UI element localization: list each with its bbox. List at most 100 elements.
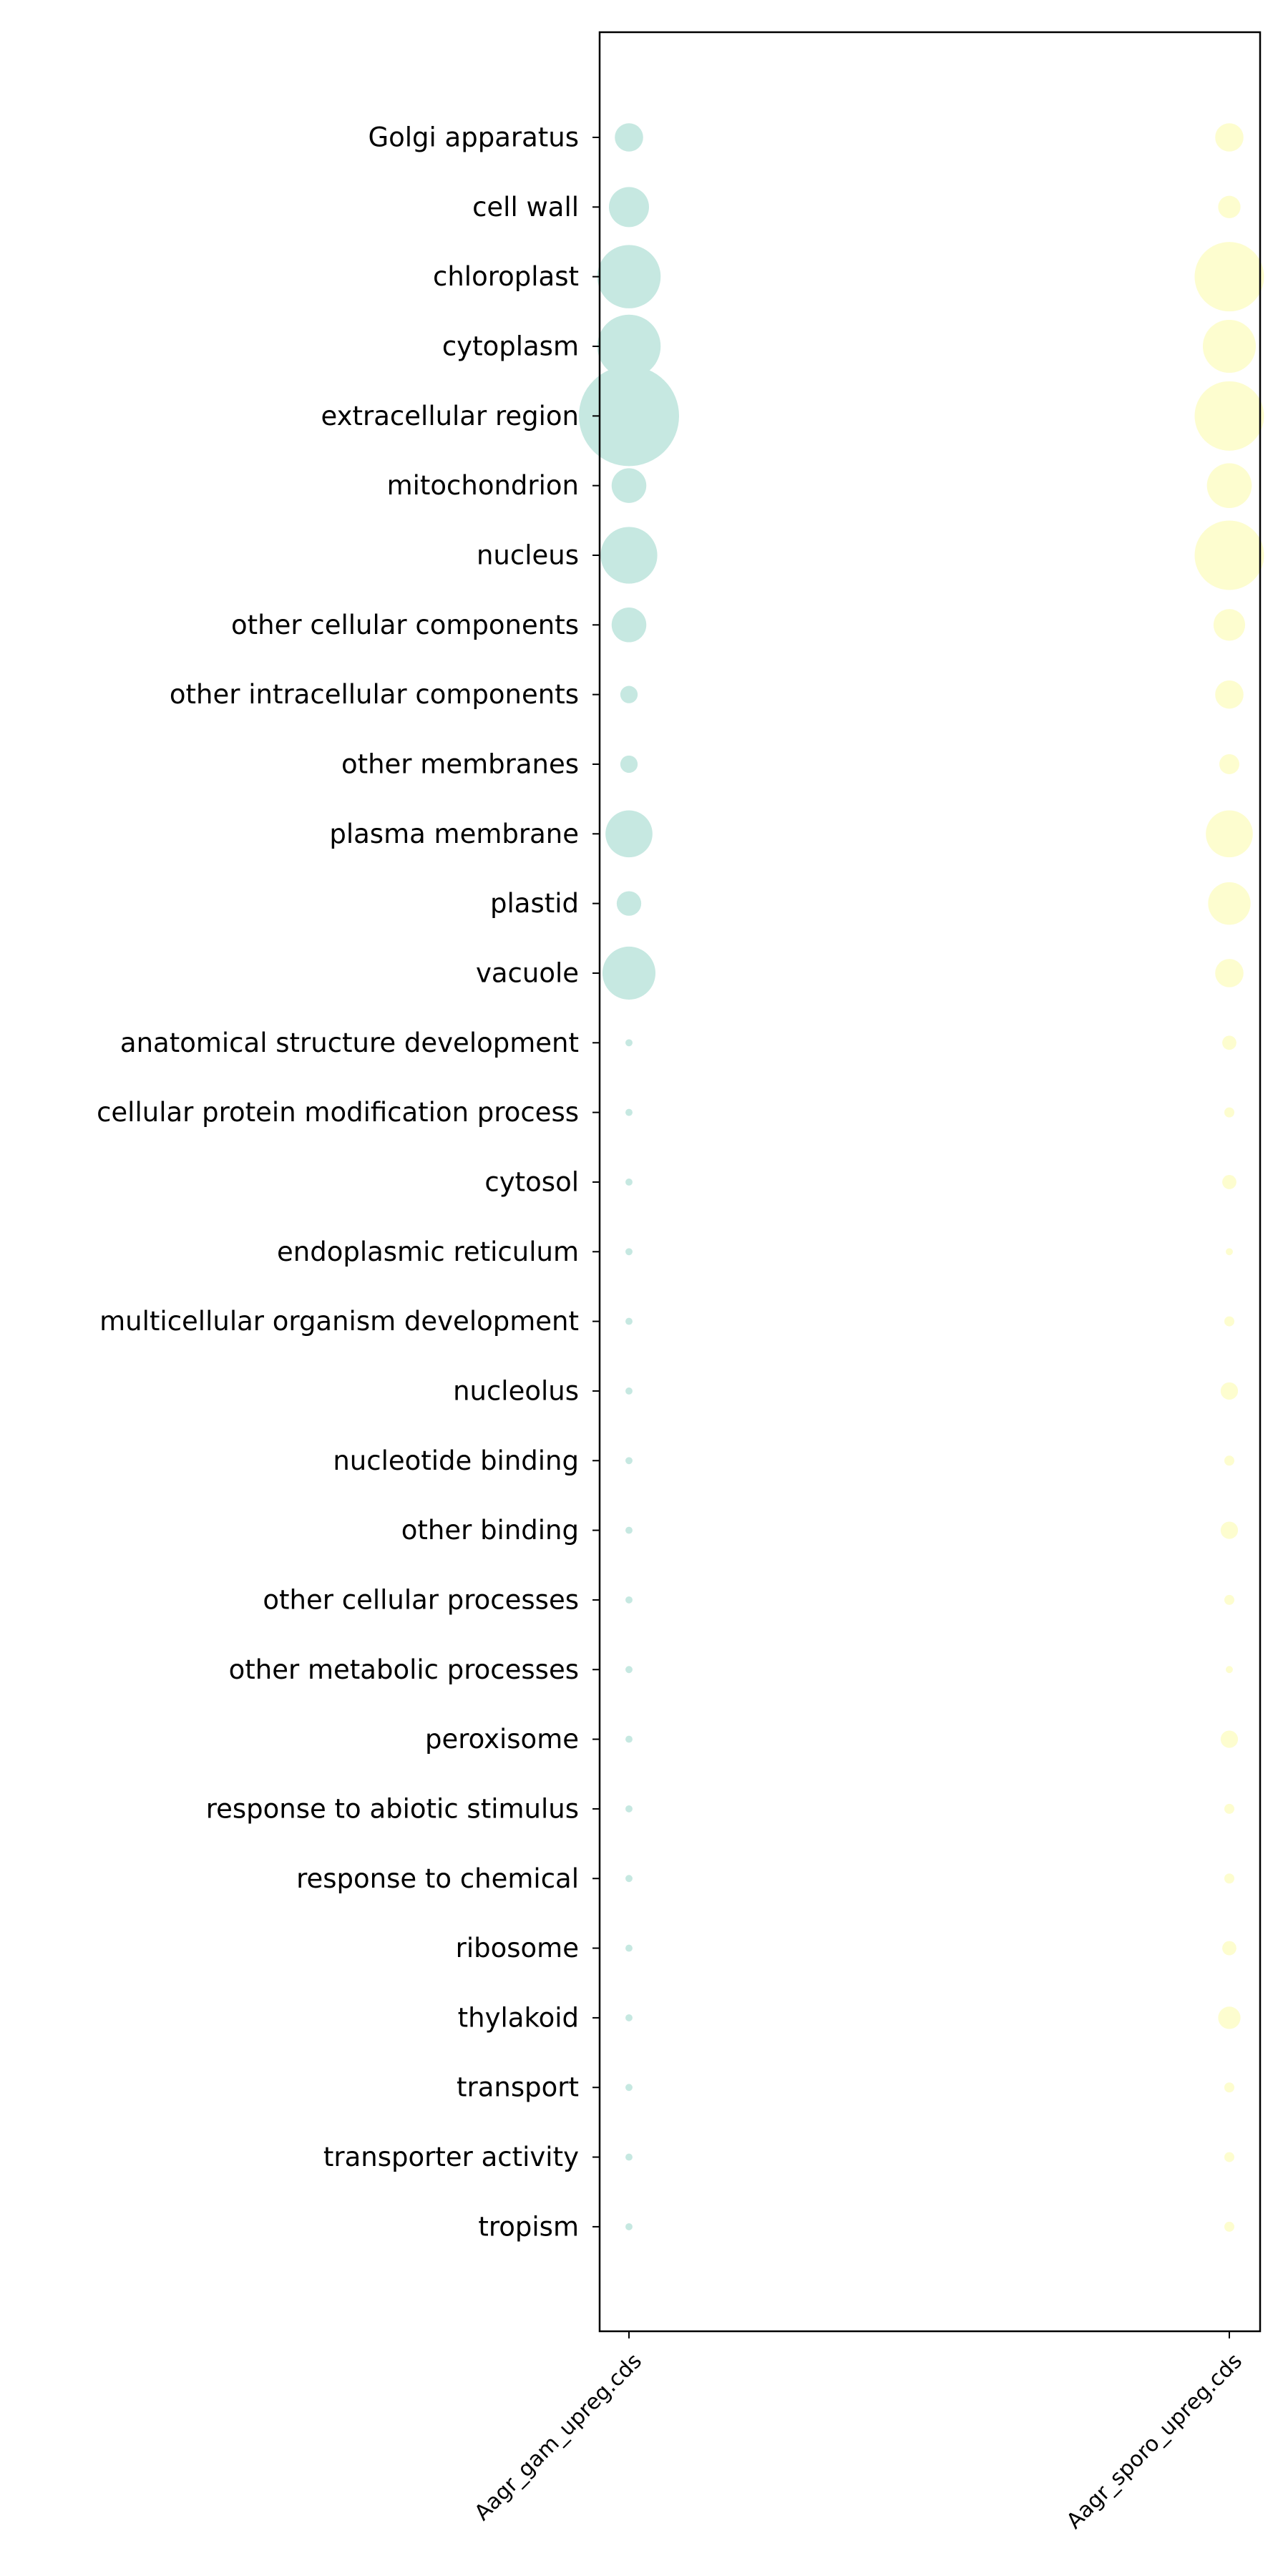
- y-tick-label: response to abiotic stimulus: [206, 1793, 579, 1824]
- y-tick-label: other metabolic processes: [229, 1654, 579, 1685]
- y-tick-label: response to chemical: [296, 1863, 579, 1894]
- bubble-1-9: [620, 686, 638, 703]
- bubble-2-8: [1213, 609, 1246, 641]
- bubble-2-2: [1218, 195, 1241, 218]
- bubble-2-17: [1226, 1248, 1233, 1256]
- bubble-2-20: [1224, 1455, 1234, 1466]
- bubble-2-24: [1220, 1730, 1239, 1748]
- bubble-2-14: [1222, 1035, 1236, 1050]
- bubble-1-31: [625, 2223, 633, 2230]
- y-tick-label: peroxisome: [425, 1724, 579, 1755]
- bubble-1-25: [625, 1805, 633, 1813]
- bubble-1-3: [597, 245, 661, 308]
- bubble-1-1: [615, 123, 643, 152]
- bubble-2-21: [1220, 1521, 1239, 1539]
- y-tick-label: vacuole: [476, 957, 579, 988]
- bubble-1-6: [611, 468, 647, 503]
- y-tick-label: plastid: [490, 888, 579, 919]
- bubble-1-11: [605, 810, 653, 858]
- y-tick-label: nucleus: [477, 540, 579, 570]
- bubble-1-8: [611, 608, 647, 643]
- bubble-2-22: [1224, 1594, 1234, 1605]
- y-tick-label: mitochondrion: [387, 470, 579, 501]
- bubble-layer: [579, 123, 1264, 2232]
- y-tick-label: anatomical structure development: [120, 1028, 579, 1058]
- bubble-1-22: [625, 1596, 633, 1604]
- bubble-2-11: [1206, 810, 1253, 858]
- y-tick-label: transport: [457, 2072, 579, 2103]
- bubble-1-20: [625, 1457, 633, 1465]
- y-tick-label: cellular protein modification process: [97, 1097, 579, 1128]
- bubble-1-24: [625, 1735, 633, 1743]
- bubble-2-26: [1224, 1873, 1234, 1884]
- bubble-1-18: [625, 1317, 633, 1325]
- bubble-1-7: [600, 527, 658, 584]
- bubble-1-12: [616, 891, 642, 916]
- y-tick-label: cytoplasm: [442, 331, 579, 361]
- bubble-2-28: [1218, 2006, 1241, 2029]
- bubble-1-26: [625, 1875, 633, 1883]
- y-tick-label: thylakoid: [458, 2002, 579, 2033]
- x-tick-label: Aagr_gam_upreg.cds: [470, 2348, 647, 2525]
- bubble-2-31: [1224, 2221, 1234, 2232]
- bubble-1-10: [620, 755, 638, 774]
- y-tick-label: other membranes: [341, 748, 579, 779]
- bubble-2-7: [1194, 520, 1264, 590]
- bubble-2-10: [1219, 753, 1239, 774]
- y-tick-label: transporter activity: [323, 2142, 579, 2172]
- y-tick-label: plasma membrane: [329, 819, 579, 849]
- bubble-2-5: [1194, 381, 1264, 451]
- bubble-1-16: [625, 1179, 633, 1186]
- bubble-1-27: [625, 1944, 633, 1952]
- y-tick-label: other cellular components: [231, 610, 579, 640]
- bubble-1-13: [602, 946, 656, 1000]
- y-tick-label: other cellular processes: [263, 1584, 579, 1615]
- bubble-1-5: [579, 366, 679, 467]
- bubble-1-19: [625, 1387, 633, 1395]
- bubble-2-30: [1224, 2152, 1234, 2162]
- x-tick-label: Aagr_sporo_upreg.cds: [1062, 2348, 1247, 2534]
- y-tick-label: other binding: [401, 1515, 579, 1546]
- bubble-1-2: [609, 187, 649, 228]
- bubble-2-19: [1220, 1382, 1239, 1400]
- bubble-2-23: [1226, 1666, 1233, 1674]
- bubble-2-4: [1202, 319, 1257, 374]
- y-tick-label: chloroplast: [433, 261, 579, 292]
- bubble-1-29: [625, 2084, 633, 2092]
- bubble-2-9: [1215, 680, 1244, 709]
- y-tick-label: extracellular region: [321, 401, 579, 431]
- y-tick-label: ribosome: [456, 1933, 579, 1963]
- bubble-1-28: [625, 2014, 633, 2021]
- bubble-2-29: [1224, 2082, 1234, 2093]
- bubble-1-15: [625, 1108, 633, 1116]
- bubble-2-15: [1224, 1107, 1234, 1118]
- bubble-1-17: [625, 1248, 633, 1256]
- plot-frame: [598, 31, 1262, 2333]
- x-axis: Aagr_gam_upreg.cds Aagr_sporo_upreg.cds: [470, 2331, 1247, 2534]
- y-tick-label: tropism: [478, 2211, 579, 2242]
- bubble-1-23: [625, 1666, 633, 1674]
- bubble-2-12: [1208, 882, 1251, 925]
- bubble-1-21: [625, 1526, 633, 1534]
- bubble-2-16: [1222, 1175, 1236, 1189]
- y-axis: Golgi apparatus cell wall chloroplast cytop…: [97, 122, 600, 2242]
- y-tick-label: Golgi apparatus: [368, 122, 579, 153]
- bubble-2-27: [1222, 1941, 1236, 1956]
- y-tick-label: cytosol: [484, 1166, 579, 1197]
- y-tick-label: endoplasmic reticulum: [277, 1236, 579, 1267]
- bubble-2-3: [1194, 242, 1264, 312]
- bubble-2-1: [1215, 123, 1244, 152]
- bubble-2-25: [1224, 1803, 1234, 1814]
- bubble-2-6: [1206, 463, 1252, 508]
- bubble-2-13: [1215, 959, 1244, 987]
- y-tick-label: nucleolus: [453, 1375, 579, 1406]
- bubble-1-4: [597, 314, 661, 379]
- bubble-1-14: [625, 1039, 633, 1047]
- y-tick-label: nucleotide binding: [333, 1445, 579, 1476]
- y-tick-label: multicellular organism development: [99, 1306, 579, 1337]
- y-tick-label: cell wall: [472, 192, 579, 223]
- bubble-2-18: [1224, 1316, 1234, 1327]
- y-tick-label: other intracellular components: [170, 679, 579, 710]
